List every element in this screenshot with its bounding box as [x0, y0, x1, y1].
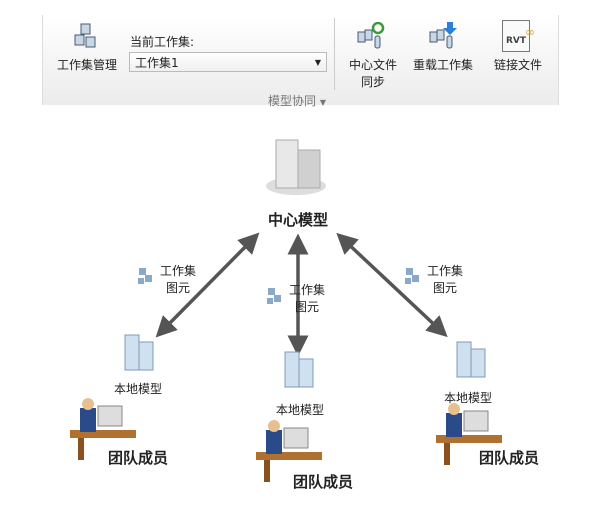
central-building-icon	[275, 139, 321, 189]
local-model-label-middle: 本地模型	[276, 403, 325, 417]
current-workset-label: 当前工作集:	[130, 35, 195, 49]
sync-label-1: 中心文件	[349, 58, 398, 72]
workset-manage-label: 工作集管理	[57, 58, 118, 72]
arrow-right	[336, 232, 448, 338]
chain-icon: ∞	[525, 25, 535, 39]
sync-central-button[interactable]: 中心文件同步	[349, 56, 397, 90]
chevron-down-icon: ▼	[319, 98, 326, 107]
local-model-label-right: 本地模型	[444, 391, 493, 405]
panel-title-text: 模型协同	[268, 94, 317, 108]
element-label-right: 工作集图元	[427, 262, 463, 296]
arrow-left	[155, 232, 260, 338]
rvt-badge: RVT	[506, 36, 527, 46]
chevron-down-icon: ▼	[314, 58, 321, 67]
current-workset-dropdown[interactable]: 工作集1 ▼	[129, 52, 327, 72]
sync-label-2: 同步	[361, 75, 386, 89]
reload-icon[interactable]	[428, 22, 458, 54]
panel-title[interactable]: 模型协同 ▼	[268, 92, 326, 109]
link-file-button[interactable]: 链接文件	[494, 58, 543, 72]
element-line1: 工作集	[160, 264, 197, 278]
team-member-label-right: 团队成员	[479, 449, 540, 467]
workset-manage-button[interactable]	[72, 22, 98, 56]
element-line2: 图元	[433, 281, 458, 295]
element-label-left: 工作集图元	[160, 262, 196, 296]
team-member-label-left: 团队成员	[108, 449, 169, 467]
current-workset-value: 工作集1	[135, 56, 179, 70]
team-member-label-middle: 团队成员	[293, 473, 354, 491]
element-line2: 图元	[166, 281, 191, 295]
element-label-middle: 工作集图元	[289, 281, 325, 315]
local-building-icons	[124, 334, 486, 388]
divider	[334, 18, 335, 90]
element-line1: 工作集	[289, 283, 326, 297]
sync-icon[interactable]	[356, 21, 386, 54]
element-line2: 图元	[295, 300, 320, 314]
element-line1: 工作集	[427, 264, 464, 278]
reload-worksets-button[interactable]: 重载工作集	[413, 58, 474, 72]
element-icons	[138, 268, 419, 304]
link-file-icon[interactable]: RVT∞	[502, 20, 535, 52]
cubes-icon	[74, 23, 96, 48]
local-model-label-left: 本地模型	[114, 382, 163, 396]
central-model-label: 中心模型	[268, 211, 329, 229]
team-member-icons	[70, 398, 502, 482]
